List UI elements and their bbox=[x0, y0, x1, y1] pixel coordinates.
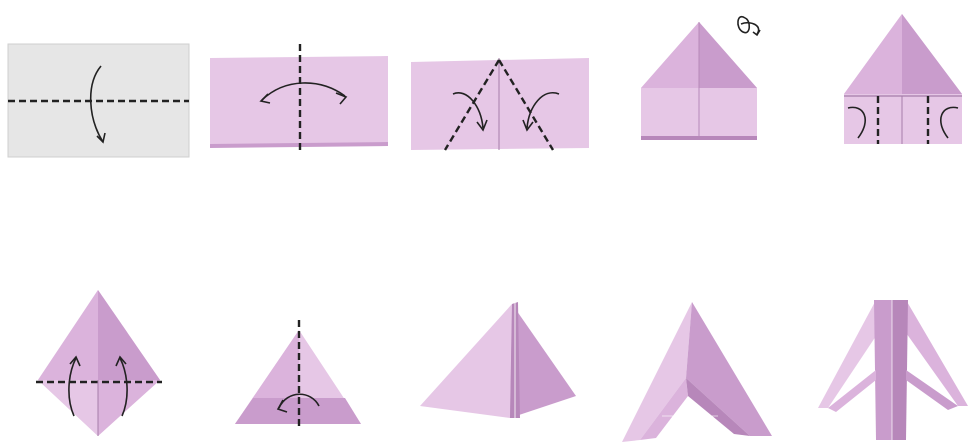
right-blade bbox=[904, 300, 968, 406]
left-upper-flap bbox=[38, 290, 98, 380]
left-lower-flap bbox=[38, 380, 98, 436]
turn-over-icon bbox=[738, 17, 760, 35]
step-1-fold-in-half bbox=[8, 44, 193, 160]
paper-edge bbox=[641, 136, 757, 140]
step-10-unit-side-view bbox=[818, 300, 970, 442]
pink-rectangle-paper bbox=[411, 58, 589, 150]
left-face bbox=[420, 304, 512, 418]
left-flap bbox=[641, 22, 699, 88]
step-7-fold-in-half bbox=[235, 320, 363, 430]
step-9-unit-open bbox=[622, 300, 774, 442]
left-triangle-flap bbox=[844, 14, 902, 94]
step-4-turn-over bbox=[641, 10, 776, 145]
center-right-panel bbox=[892, 300, 908, 440]
step-8-triangle-unit bbox=[420, 300, 580, 422]
step-5-bottom-corner-folds bbox=[842, 12, 968, 152]
right-lower-flap bbox=[98, 380, 160, 436]
right-upper-flap bbox=[98, 290, 160, 380]
step-3-corner-folds bbox=[411, 58, 591, 154]
step-2-center-crease bbox=[210, 56, 390, 154]
step-6-fold-up-flaps bbox=[34, 288, 166, 438]
center-left-panel bbox=[874, 300, 892, 440]
right-face bbox=[510, 304, 576, 418]
right-triangle-flap bbox=[902, 14, 962, 94]
